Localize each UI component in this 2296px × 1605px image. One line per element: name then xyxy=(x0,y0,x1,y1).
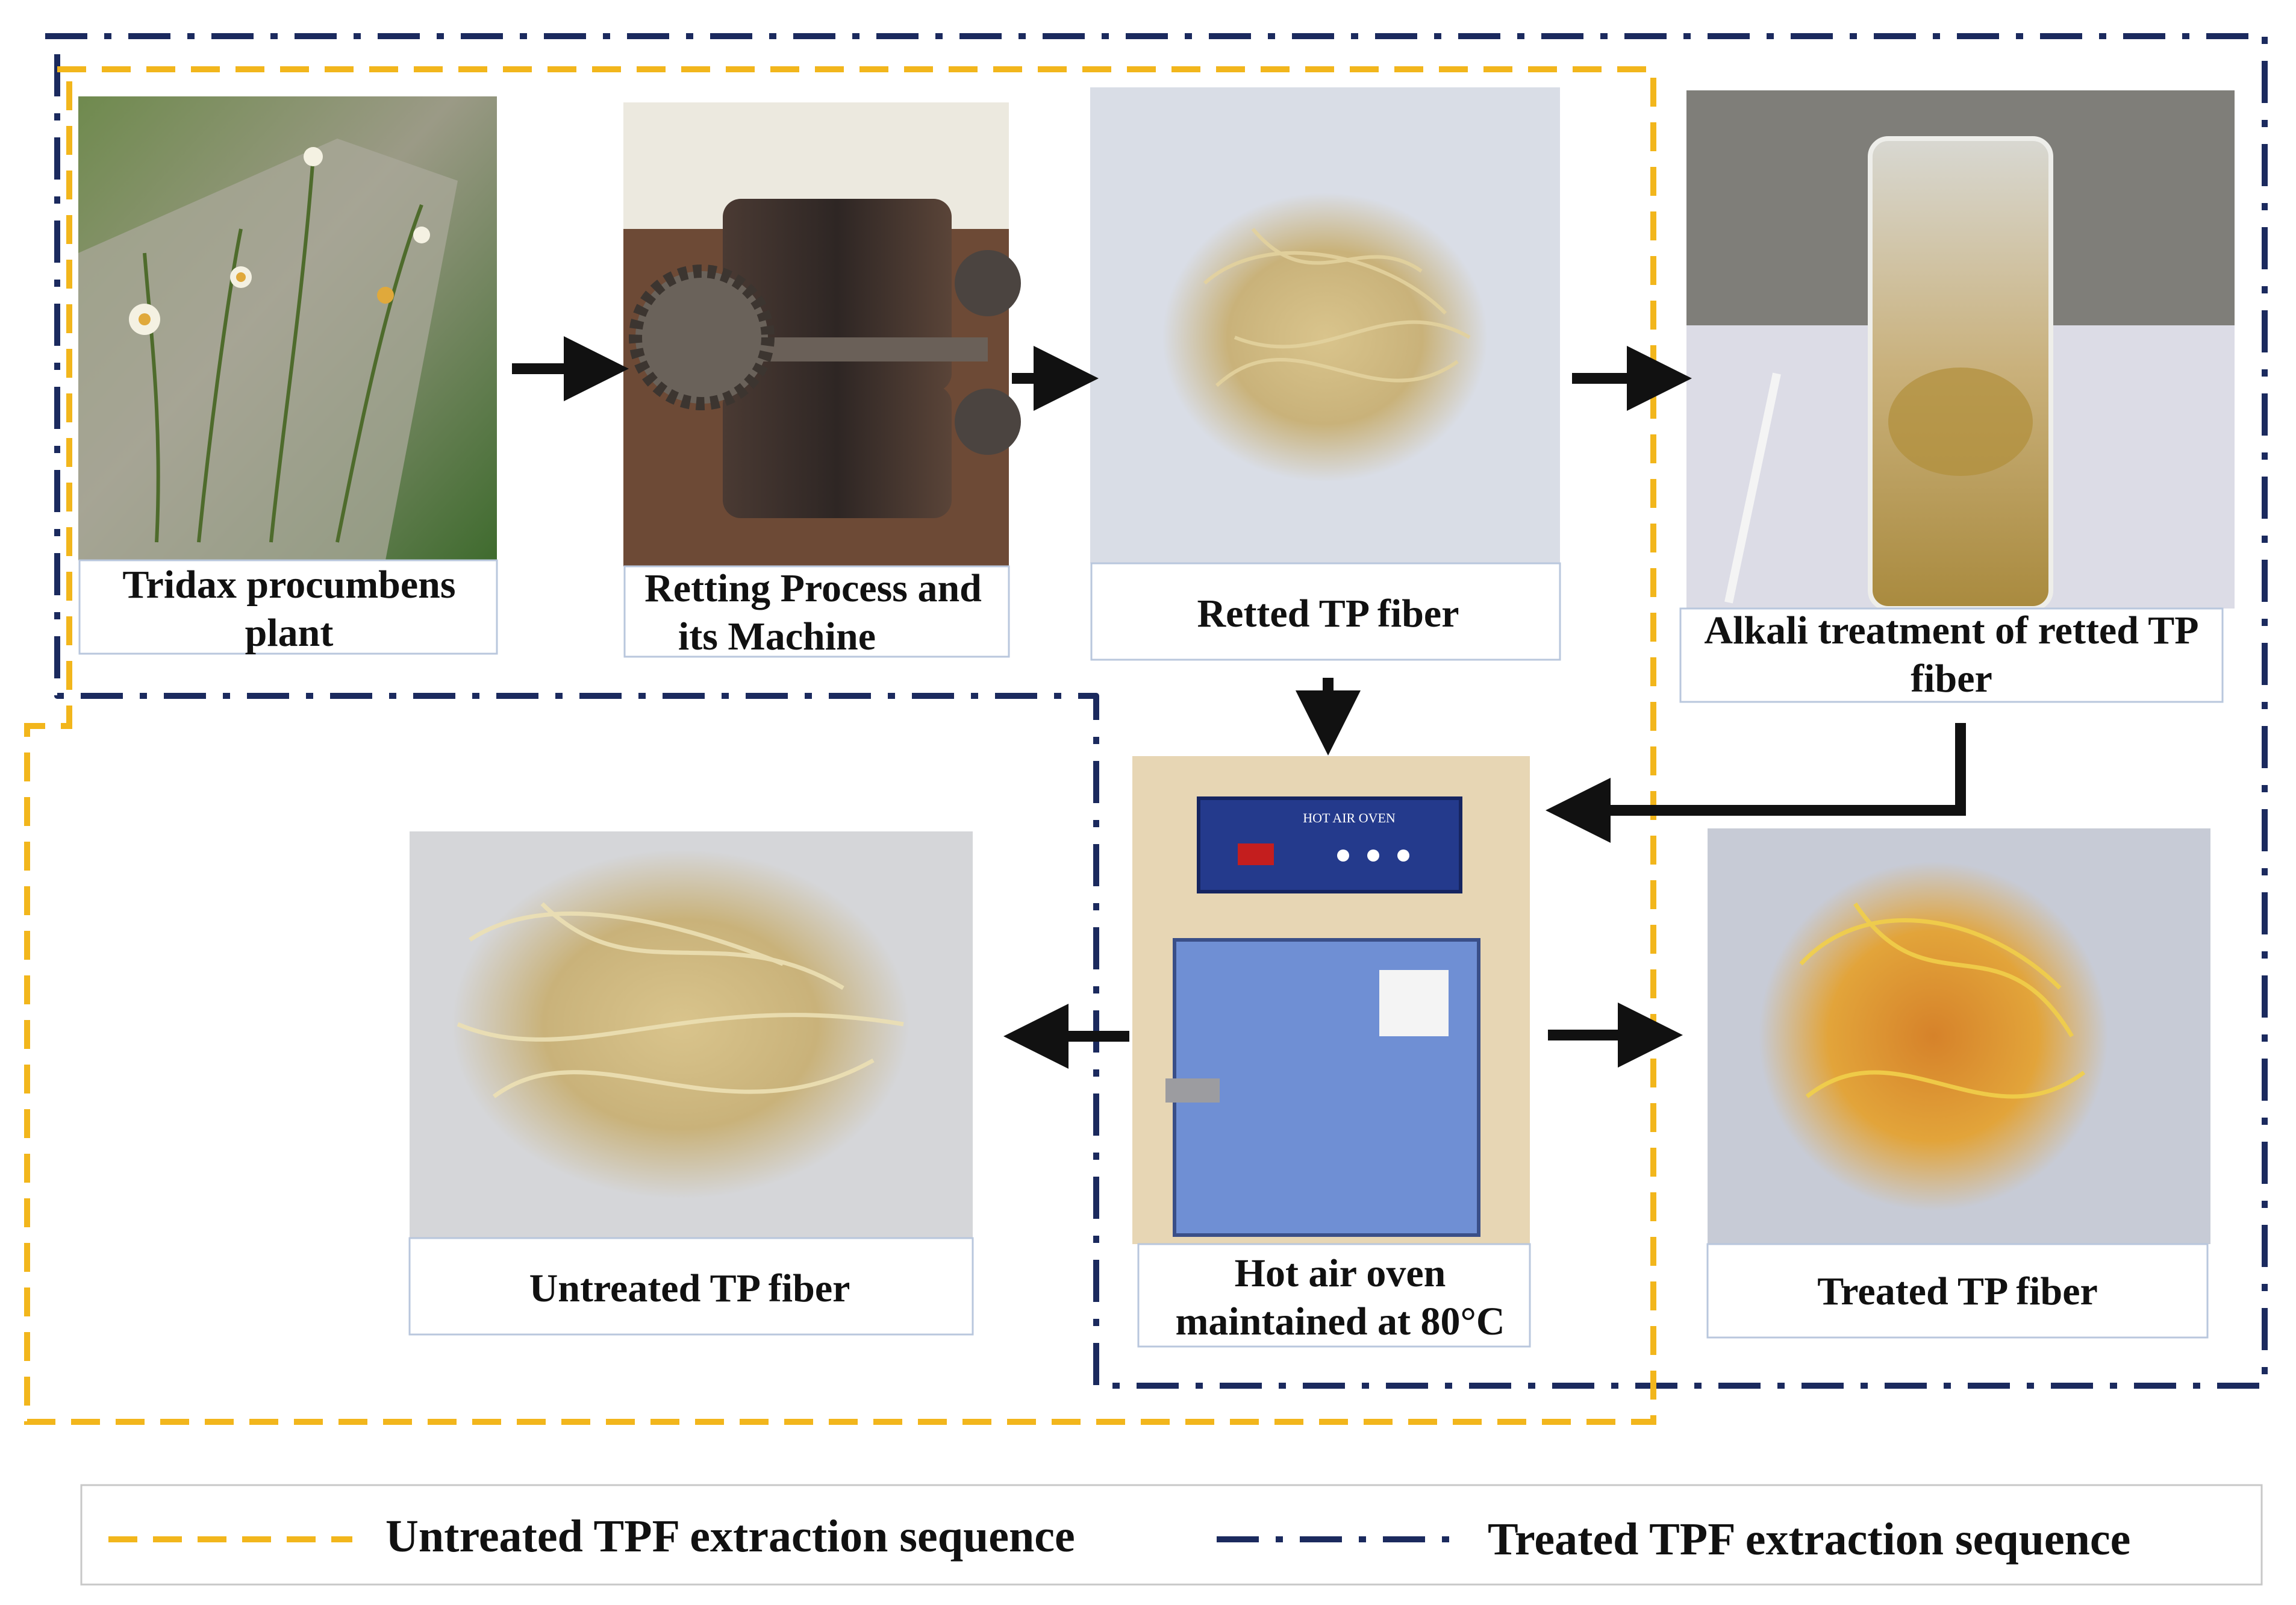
step-alkali: Alkali treatment of retted TP fiber xyxy=(1679,90,2235,703)
oven-caption-line2: maintained at 80°C xyxy=(1175,1300,1505,1344)
door-sticker xyxy=(1379,970,1449,1036)
step-treated: Treated TP fiber xyxy=(1706,828,2210,1339)
gear xyxy=(629,264,775,410)
untreated-sequence-boundary xyxy=(24,66,1656,1425)
step-untreated: Untreated TP fiber xyxy=(408,831,974,1336)
plant-stems xyxy=(143,156,423,543)
step-retting: Retting Process and its Machine xyxy=(623,102,1021,659)
legend-treated-label: Treated TPF extraction sequence xyxy=(1488,1514,2130,1565)
alkali-caption-line2: fiber xyxy=(1911,657,1992,701)
glass-rod xyxy=(1724,372,1781,604)
oven-caption-box xyxy=(1137,1243,1531,1348)
retted-fiber-pile xyxy=(1162,193,1488,482)
treated-caption: Treated TP fiber xyxy=(1817,1269,2098,1313)
alkali-caption-line1: Alkali treatment of retted TP xyxy=(1704,609,2198,652)
door-latch xyxy=(1165,1078,1220,1103)
retting-caption-line2: its Machine xyxy=(678,615,876,659)
retting-caption-line1: Retting Process and xyxy=(644,566,982,610)
untreated-caption: Untreated TP fiber xyxy=(529,1266,850,1310)
arrow-alkali-to-oven xyxy=(1546,723,1966,843)
step-plant: Tridax procumbens plant xyxy=(78,96,498,655)
rock-slab xyxy=(78,139,458,560)
legend-untreated-label: Untreated TPF extraction sequence xyxy=(385,1511,1075,1562)
treated-fiber-pile xyxy=(1759,862,2108,1211)
legend: Untreated TPF extraction sequence Treate… xyxy=(80,1484,2263,1586)
plant-caption-line2: plant xyxy=(245,611,334,655)
treated-sequence-boundary xyxy=(45,33,2268,1389)
retting-caption-box xyxy=(623,565,1010,658)
oven-caption-line1: Hot air oven xyxy=(1235,1251,1446,1295)
step-retted: Retted TP fiber xyxy=(1090,87,1561,661)
untreated-caption-box xyxy=(408,1237,974,1336)
alkali-caption-box xyxy=(1679,607,2224,703)
flow-arrows xyxy=(512,336,1966,1069)
legend-box xyxy=(80,1484,2263,1586)
step-oven: HOT AIR OVEN Hot air oven maintained at … xyxy=(1132,756,1531,1348)
retted-caption-box xyxy=(1090,562,1561,661)
plant-caption-line1: Tridax procumbens xyxy=(122,563,455,607)
plant-caption-box xyxy=(78,559,498,655)
oven-panel-text: HOT AIR OVEN xyxy=(1303,810,1396,825)
treated-caption-box xyxy=(1706,1243,2209,1339)
retted-caption: Retted TP fiber xyxy=(1197,592,1459,636)
